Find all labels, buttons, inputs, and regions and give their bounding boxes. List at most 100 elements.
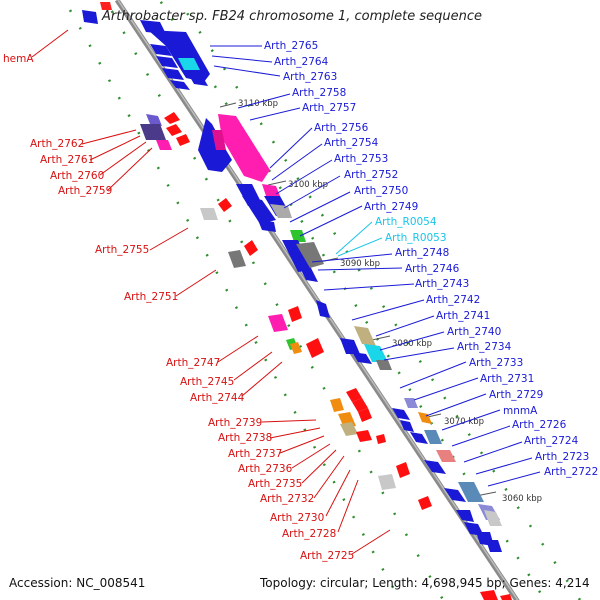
gene-label-arth_r0053[interactable]: Arth_R0053 — [385, 232, 447, 244]
gene-arrow[interactable] — [346, 388, 362, 402]
gene-arrow[interactable] — [356, 430, 372, 442]
gene-label-arth_2750[interactable]: Arth_2750 — [354, 185, 408, 197]
gene-arrow[interactable] — [146, 114, 162, 126]
gene-arrow[interactable] — [376, 360, 392, 370]
gene-label-arth_2746[interactable]: Arth_2746 — [405, 263, 460, 275]
gene-arrow[interactable] — [242, 196, 276, 224]
gene-arrow[interactable] — [186, 70, 208, 86]
gene-label-arth_2752[interactable]: Arth_2752 — [344, 169, 398, 181]
gene-label-arth_2762[interactable]: Arth_2762 — [30, 138, 84, 150]
gene-arrow[interactable] — [418, 496, 432, 510]
gene-label-arth_2737[interactable]: Arth_2737 — [228, 448, 282, 460]
gene-label-arth_2736[interactable]: Arth_2736 — [238, 463, 293, 475]
gene-arrow[interactable] — [170, 80, 190, 90]
gene-arrow[interactable] — [218, 114, 270, 182]
gene-arrow[interactable] — [418, 412, 432, 424]
gene-label-arth_2731[interactable]: Arth_2731 — [480, 373, 534, 385]
gene-label-arth_2723[interactable]: Arth_2723 — [535, 451, 589, 463]
gene-label-arth_2761[interactable]: Arth_2761 — [40, 154, 94, 166]
gene-arrow[interactable] — [176, 134, 190, 146]
gene-arrow[interactable] — [358, 408, 372, 422]
gene-arrow[interactable] — [306, 338, 324, 358]
gene-arrow[interactable] — [364, 344, 388, 362]
gene-label-arth_2743[interactable]: Arth_2743 — [415, 278, 469, 290]
gene-arrow[interactable] — [396, 462, 410, 478]
gene-arrow[interactable] — [424, 460, 446, 474]
gene-label-arth_2760[interactable]: Arth_2760 — [50, 170, 104, 182]
gene-arrow[interactable] — [480, 590, 498, 600]
gene-arrow[interactable] — [244, 240, 258, 256]
gene-arrow[interactable] — [354, 326, 376, 346]
gene-arrow[interactable] — [164, 112, 180, 124]
gene-arrow[interactable] — [162, 68, 184, 80]
minus-strand-genes[interactable] — [82, 2, 512, 600]
gene-arrow[interactable] — [156, 140, 172, 150]
gene-label-arth_2754[interactable]: Arth_2754 — [324, 137, 379, 149]
gene-arrow[interactable] — [258, 220, 276, 232]
gene-label-arth_2751[interactable]: Arth_2751 — [124, 291, 178, 303]
gene-label-arth_2724[interactable]: Arth_2724 — [524, 435, 579, 447]
gene-arrow[interactable] — [290, 230, 306, 242]
gene-label-arth_2726[interactable]: Arth_2726 — [512, 419, 567, 431]
gene-arrow[interactable] — [436, 450, 456, 462]
gene-arrow[interactable] — [156, 56, 178, 68]
gene-label-arth_2728[interactable]: Arth_2728 — [282, 528, 336, 540]
gene-label-mnma[interactable]: mnmA — [503, 405, 538, 417]
gene-arrow[interactable] — [352, 352, 372, 364]
gene-arrow[interactable] — [218, 198, 232, 212]
gene-label-arth_2732[interactable]: Arth_2732 — [260, 493, 314, 505]
gene-label-arth_2740[interactable]: Arth_2740 — [447, 326, 501, 338]
gene-arrow[interactable] — [376, 434, 386, 444]
gene-arrow[interactable] — [300, 268, 318, 282]
gene-label-arth_2734[interactable]: Arth_2734 — [457, 341, 512, 353]
gene-label-arth_2738[interactable]: Arth_2738 — [218, 432, 272, 444]
gene-label-arth_2742[interactable]: Arth_2742 — [426, 294, 480, 306]
gene-label-arth_2748[interactable]: Arth_2748 — [395, 247, 449, 259]
gene-arrow[interactable] — [262, 184, 280, 196]
gene-label-arth_2765[interactable]: Arth_2765 — [264, 40, 318, 52]
gene-arrow[interactable] — [268, 314, 288, 332]
gene-label-arth_2753[interactable]: Arth_2753 — [334, 153, 388, 165]
gene-label-arth_2764[interactable]: Arth_2764 — [274, 56, 329, 68]
gene-arrow[interactable] — [456, 510, 474, 522]
gene-label-arth_2730[interactable]: Arth_2730 — [270, 512, 324, 524]
gene-arrow[interactable] — [178, 58, 200, 70]
gene-label-arth_2749[interactable]: Arth_2749 — [364, 201, 418, 213]
gene-arrow[interactable] — [424, 430, 442, 444]
gene-arrow[interactable] — [392, 408, 410, 420]
gene-label-arth_2756[interactable]: Arth_2756 — [314, 122, 369, 134]
gene-label-hema[interactable]: hemA — [3, 53, 34, 65]
gene-arrow[interactable] — [228, 250, 246, 268]
gene-arrow[interactable] — [270, 204, 292, 218]
gene-label-arth_2757[interactable]: Arth_2757 — [302, 102, 356, 114]
gene-label-arth_2755[interactable]: Arth_2755 — [95, 244, 149, 256]
gene-arrow[interactable] — [200, 208, 218, 220]
gene-arrow[interactable] — [378, 474, 396, 490]
gene-label-arth_2735[interactable]: Arth_2735 — [248, 478, 302, 490]
gene-arrow[interactable] — [140, 20, 166, 34]
gene-label-arth_2729[interactable]: Arth_2729 — [489, 389, 543, 401]
gene-arrow[interactable] — [404, 398, 418, 408]
gene-label-arth_2758[interactable]: Arth_2758 — [292, 87, 346, 99]
gene-label-arth_2759[interactable]: Arth_2759 — [58, 185, 112, 197]
gene-label-arth_2747[interactable]: Arth_2747 — [166, 357, 220, 369]
gene-label-arth_2745[interactable]: Arth_2745 — [180, 376, 234, 388]
gene-label-arth_2725[interactable]: Arth_2725 — [300, 550, 354, 562]
gene-arrow[interactable] — [150, 44, 172, 56]
gene-arrow[interactable] — [486, 540, 502, 552]
gene-arrow[interactable] — [340, 422, 358, 436]
gene-label-arth_2733[interactable]: Arth_2733 — [469, 357, 523, 369]
gene-arrow[interactable] — [410, 432, 428, 444]
gene-arrow[interactable] — [140, 124, 166, 140]
gene-label-arth_2741[interactable]: Arth_2741 — [436, 310, 490, 322]
gene-arrow[interactable] — [100, 2, 112, 10]
gene-label-arth_2763[interactable]: Arth_2763 — [283, 71, 337, 83]
plus-strand-genes[interactable] — [140, 20, 502, 552]
gene-arrow[interactable] — [316, 300, 330, 318]
gene-arrow[interactable] — [290, 342, 302, 354]
gene-arrow[interactable] — [444, 488, 466, 502]
gene-arrow[interactable] — [484, 510, 502, 526]
gene-arrow[interactable] — [212, 130, 226, 150]
gene-arrow[interactable] — [288, 306, 302, 322]
